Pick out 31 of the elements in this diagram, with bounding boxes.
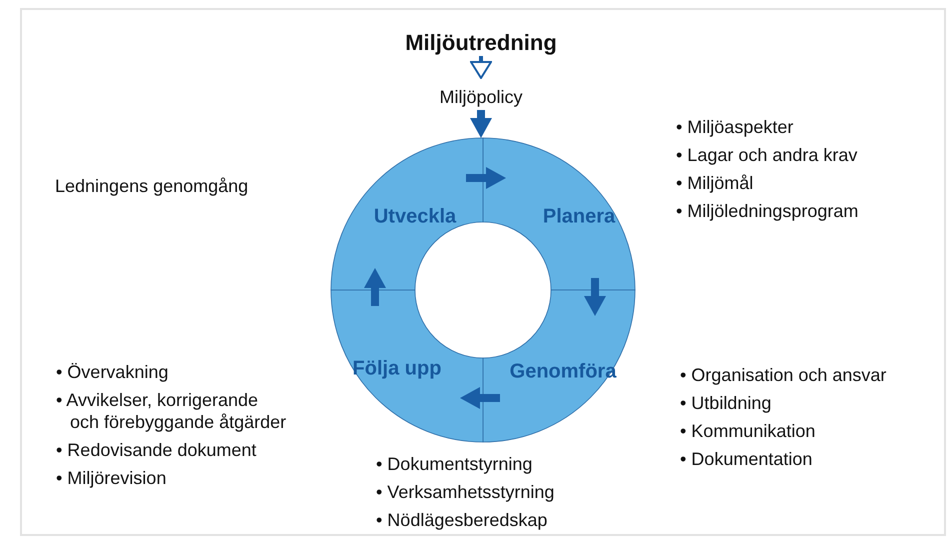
list-item: • Organisation och ansvar [680,364,886,387]
list-item: • Övervakning [56,361,170,383]
list-item: • Nödlägesberedskap [376,509,548,532]
segment-label: Följa upp [352,358,442,380]
note-text: Ledningens genomgång [55,176,248,197]
arrow [460,387,500,409]
ring-segment [331,290,483,442]
list-item: • Verksamhetsstyrning [376,481,556,504]
list-item: • Miljörevision [56,467,168,489]
heading-text: Miljöutredning [381,30,581,56]
arrow [364,268,386,306]
list-item: • Miljöledningsprogram [676,200,860,223]
arrow [470,56,492,79]
list-item: • Utbildning [680,392,772,415]
node-label: Miljöpolicy [401,87,561,108]
list-item: • Avvikelser, korrigerande och förebyggande åtgärder [56,389,288,433]
arrow [470,110,492,138]
arrow [466,167,506,189]
segment-label: Planera [542,206,616,228]
ring-segment [483,290,635,442]
list-item: • Redovisande dokument [56,439,258,461]
ring-segment [483,138,635,290]
list-item: • Lagar och andra krav [676,144,858,167]
segment-label: Utveckla [374,206,456,228]
list-item: • Dokumentation [680,448,814,471]
list-item: • Miljöaspekter [676,116,794,139]
ring-segment [331,138,483,290]
list-item: • Miljömål [676,172,754,195]
arrow [584,278,606,316]
list-item: • Kommunikation [680,420,816,443]
list-item: • Dokumentstyrning [376,453,534,476]
